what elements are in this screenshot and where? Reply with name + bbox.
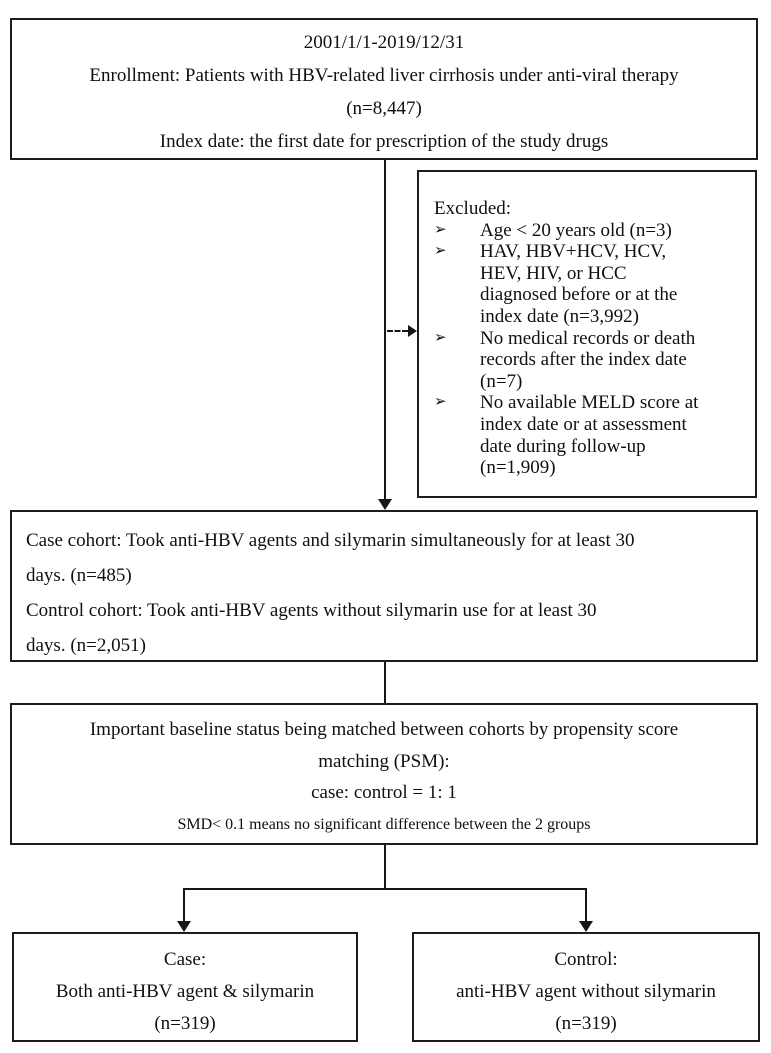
list-bullet-icon: ➢: [434, 221, 447, 238]
excluded-item-text: HAV, HBV+HCV, HCV, HEV, HIV, or HCC diag…: [480, 241, 678, 327]
connector-enrollment-to-cohort: [384, 160, 386, 500]
arrowhead-right-icon: [408, 325, 417, 337]
connector-branch-to-case: [183, 888, 185, 922]
excluded-item-text: Age < 20 years old (n=3): [480, 219, 672, 241]
list-item: ➢ No medical records or death records af…: [434, 328, 750, 393]
list-bullet-icon: ➢: [434, 394, 447, 411]
cohort-definition-box: Case cohort: Took anti-HBV agents and si…: [10, 510, 758, 662]
enrollment-description: Enrollment: Patients with HBV-related li…: [89, 65, 679, 86]
case-group-count: (n=319): [154, 1013, 216, 1034]
list-item: ➢ HAV, HBV+HCV, HCV, HEV, HIV, or HCC di…: [434, 241, 750, 327]
connector-cohort-to-psm: [384, 662, 386, 703]
arrowhead-down-icon: [579, 921, 593, 932]
arrowhead-down-icon: [177, 921, 191, 932]
enrollment-count: (n=8,447): [346, 98, 422, 119]
psm-ratio: case: control = 1: 1: [311, 782, 457, 803]
case-group-title: Case:: [163, 949, 207, 970]
enrollment-period: 2001/1/1-2019/12/31: [303, 32, 465, 53]
case-group-box: Case: Both anti-HBV agent & silymarin (n…: [12, 932, 358, 1042]
psm-matching-box: Important baseline status being matched …: [10, 703, 758, 845]
case-group-description: Both anti-HBV agent & silymarin: [55, 981, 315, 1002]
connector-dashed-to-excluded: [387, 330, 408, 332]
excluded-item-text: No medical records or death records afte…: [480, 327, 696, 392]
excluded-box: Excluded: ➢ Age < 20 years old (n=3) ➢ H…: [417, 170, 757, 498]
control-group-description: anti-HBV agent without silymarin: [456, 981, 716, 1002]
connector-branch-to-control: [585, 888, 587, 922]
arrowhead-down-icon: [378, 499, 392, 510]
list-item: ➢ No available MELD score at index date …: [434, 392, 750, 478]
list-bullet-icon: ➢: [434, 243, 447, 260]
list-item: ➢ Age < 20 years old (n=3): [434, 220, 750, 242]
enrollment-box: 2001/1/1-2019/12/31 Enrollment: Patients…: [10, 18, 758, 160]
excluded-heading: Excluded:: [434, 198, 512, 219]
control-group-count: (n=319): [555, 1013, 617, 1034]
psm-matching-label: matching (PSM):: [318, 750, 450, 772]
psm-description: Important baseline status being matched …: [89, 719, 679, 740]
psm-smd-note: SMD< 0.1 means no significant difference…: [177, 815, 591, 833]
connector-psm-to-branch: [384, 845, 386, 890]
control-group-box: Control: anti-HBV agent without silymari…: [412, 932, 760, 1042]
excluded-item-text: No available MELD score at index date or…: [480, 392, 699, 479]
cohort-definition-text: Case cohort: Took anti-HBV agents and si…: [26, 530, 635, 656]
control-group-title: Control:: [554, 949, 618, 970]
branch-horizontal-line: [183, 888, 587, 890]
index-date-definition: Index date: the first date for prescript…: [159, 131, 609, 152]
list-bullet-icon: ➢: [434, 329, 447, 346]
